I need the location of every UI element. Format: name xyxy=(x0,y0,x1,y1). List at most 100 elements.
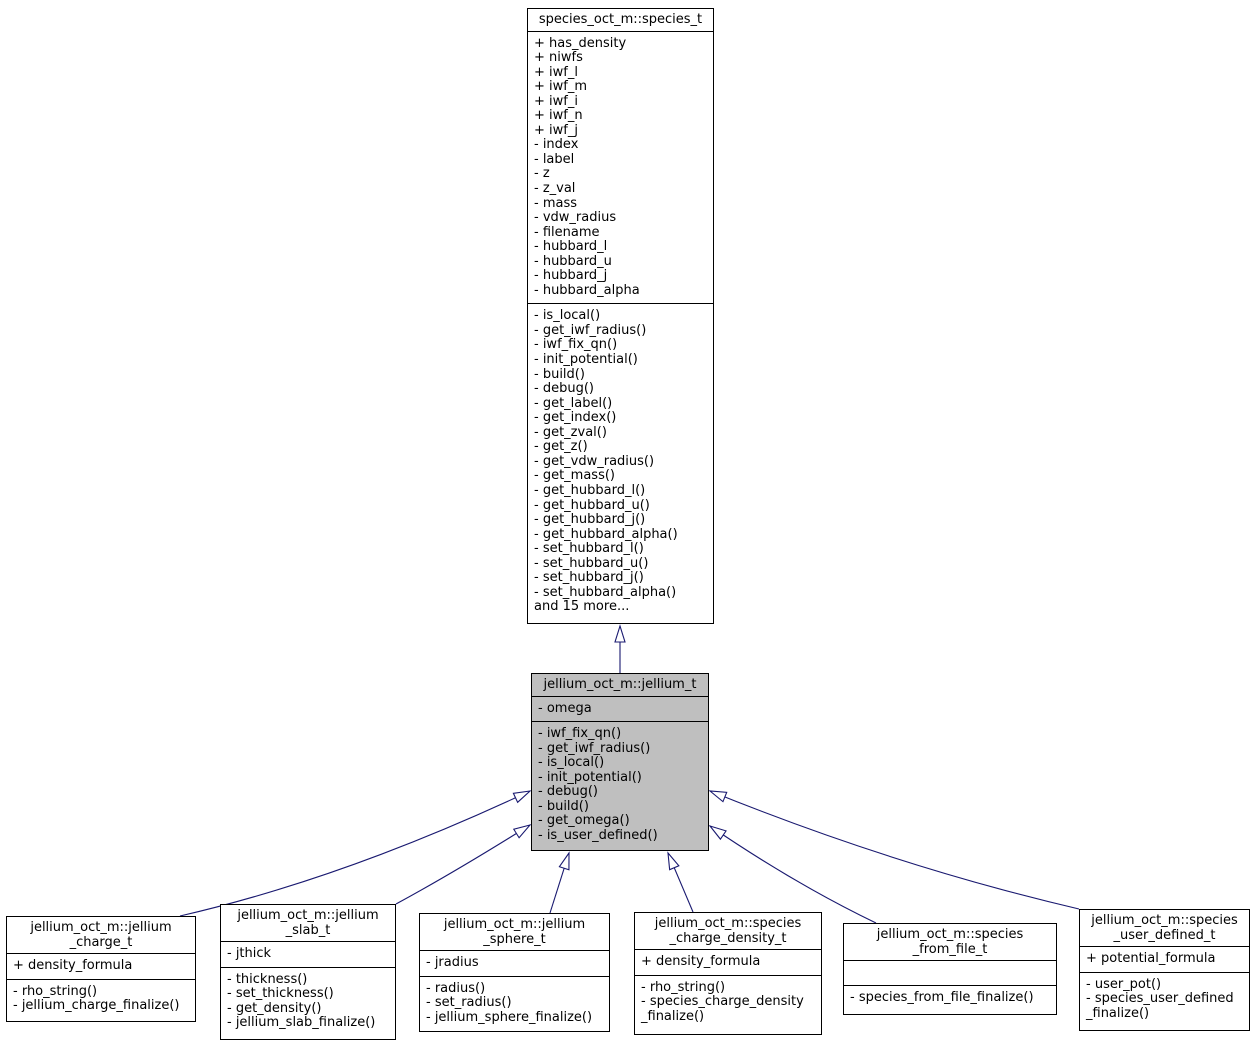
text-line: _charge_density_t xyxy=(669,930,787,946)
text-line: - get_z() xyxy=(534,439,588,455)
methods-section: - species_from_file_finalize() xyxy=(844,985,1056,1014)
text-line: - is_user_defined() xyxy=(538,827,658,843)
text-line: - get_hubbard_u() xyxy=(534,497,650,513)
class-title: jellium_oct_m::species_from_file_t xyxy=(844,924,1056,960)
text-line: - hubbard_u xyxy=(534,253,612,269)
inheritance-edge-charge-density-to-jellium xyxy=(667,851,694,913)
text-line: jellium_oct_m::jellium xyxy=(237,908,379,923)
text-line: - radius() xyxy=(426,980,486,996)
text-line: jellium_oct_m::jellium xyxy=(30,920,172,935)
text-line: - get_vdw_radius() xyxy=(534,453,655,469)
methods-section: - thickness()- set_thickness()- get_dens… xyxy=(221,966,395,1039)
text-line: - jellium_charge_finalize() xyxy=(13,998,180,1014)
text-line: - rho_string() xyxy=(13,983,98,999)
class-node-species-user-defined-t[interactable]: jellium_oct_m::species_user_defined_t + … xyxy=(1079,909,1250,1031)
text-line: - z xyxy=(534,166,550,182)
methods-section: - radius()- set_radius()- jellium_sphere… xyxy=(420,975,609,1031)
text-line: + density_formula xyxy=(13,958,133,974)
text-line: - iwf_fix_qn() xyxy=(538,726,622,742)
text-line: - z_val xyxy=(534,181,576,197)
inheritance-edge-charge-to-jellium xyxy=(179,790,532,917)
text-line: - is_local() xyxy=(534,308,601,324)
text-line: - set_hubbard_l() xyxy=(534,541,644,557)
methods-section: - rho_string()- species_charge_density_f… xyxy=(635,974,821,1034)
text-line: and 15 more... xyxy=(534,599,630,615)
text-line: + iwf_l xyxy=(534,64,578,80)
text-line: - build() xyxy=(538,798,589,814)
class-node-jellium-sphere-t[interactable]: jellium_oct_m::jellium_sphere_t - jradiu… xyxy=(419,913,610,1032)
text-line: - get_index() xyxy=(534,410,617,426)
class-title: jellium_oct_m::jellium_sphere_t xyxy=(420,914,609,950)
class-title: jellium_oct_m::species_charge_density_t xyxy=(635,913,821,949)
text-line: + density_formula xyxy=(641,954,761,970)
class-node-jellium-charge-t[interactable]: jellium_oct_m::jellium_charge_t + densit… xyxy=(6,916,196,1022)
text-line: _user_defined_t xyxy=(1113,927,1216,943)
attributes-section: - omega xyxy=(532,695,708,722)
text-line: - user_pot() xyxy=(1086,976,1162,992)
text-line: - get_density() xyxy=(227,1000,322,1016)
text-line: - omega xyxy=(538,700,592,716)
text-line: - rho_string() xyxy=(641,979,726,995)
text-line: + iwf_i xyxy=(534,93,578,109)
text-line: - mass xyxy=(534,195,577,211)
text-line: - jthick xyxy=(227,946,272,962)
text-line: + potential_formula xyxy=(1086,951,1216,967)
attributes-section: + has_density+ niwfs+ iwf_l+ iwf_m+ iwf_… xyxy=(528,30,713,304)
class-node-jellium-t[interactable]: jellium_oct_m::jellium_t - omega - iwf_f… xyxy=(531,673,709,851)
text-line: - get_label() xyxy=(534,395,613,411)
text-line: - init_potential() xyxy=(534,352,638,368)
text-line: - get_zval() xyxy=(534,424,607,440)
text-line: - set_radius() xyxy=(426,995,512,1011)
text-line: - vdw_radius xyxy=(534,210,617,226)
text-line: - get_hubbard_l() xyxy=(534,482,646,498)
text-line: - jradius xyxy=(426,955,479,971)
text-line: _slab_t xyxy=(285,922,331,938)
text-line: + iwf_n xyxy=(534,108,583,124)
text-line: - set_thickness() xyxy=(227,986,334,1002)
text-line: - get_iwf_radius() xyxy=(538,740,651,756)
text-line: - set_hubbard_j() xyxy=(534,570,644,586)
methods-section: - is_local()- get_iwf_radius()- iwf_fix_… xyxy=(528,303,713,623)
text-line: - hubbard_l xyxy=(534,239,608,255)
text-line: - species_user_defined xyxy=(1086,991,1234,1007)
text-line: _charge_t xyxy=(69,934,133,950)
text-line: + has_density xyxy=(534,35,627,51)
inheritance-edge-user-defined-to-jellium xyxy=(708,790,1080,910)
text-line: - thickness() xyxy=(227,971,308,987)
methods-section: - user_pot()- species_user_defined_final… xyxy=(1080,971,1249,1030)
text-line: - species_from_file_finalize() xyxy=(850,990,1034,1006)
class-title: jellium_oct_m::jellium_slab_t xyxy=(221,905,395,941)
text-line: jellium_oct_m::species xyxy=(654,916,802,931)
text-line: - get_hubbard_j() xyxy=(534,512,646,528)
inheritance-edge-slab-to-jellium xyxy=(395,824,532,905)
class-node-species-from-file-t[interactable]: jellium_oct_m::species_from_file_t - spe… xyxy=(843,923,1057,1015)
class-node-jellium-slab-t[interactable]: jellium_oct_m::jellium_slab_t - jthick -… xyxy=(220,904,396,1040)
text-line: - jellium_slab_finalize() xyxy=(227,1015,376,1031)
text-line: _finalize() xyxy=(1086,1005,1150,1021)
class-node-species-t[interactable]: species_oct_m::species_t + has_density+ … xyxy=(527,8,714,624)
text-line: - label xyxy=(534,151,575,167)
class-title: jellium_oct_m::species_user_defined_t xyxy=(1080,910,1249,946)
attributes-section: + density_formula xyxy=(7,953,195,979)
text-line: - hubbard_j xyxy=(534,268,608,284)
text-line: - init_potential() xyxy=(538,769,642,785)
class-title: jellium_oct_m::jellium_charge_t xyxy=(7,917,195,953)
text-line: + iwf_j xyxy=(534,122,578,138)
text-line: - iwf_fix_qn() xyxy=(534,337,618,353)
class-title: jellium_oct_m::jellium_t xyxy=(532,674,708,696)
attributes-section xyxy=(844,960,1056,985)
text-line: - index xyxy=(534,137,579,153)
text-line: + iwf_m xyxy=(534,79,588,95)
text-line: - filename xyxy=(534,224,600,240)
text-line: - get_iwf_radius() xyxy=(534,322,647,338)
attributes-section: - jradius xyxy=(420,950,609,976)
text-line: - set_hubbard_u() xyxy=(534,555,649,571)
class-node-species-charge-density-t[interactable]: jellium_oct_m::species_charge_density_t … xyxy=(634,912,822,1035)
text-line: jellium_oct_m::jellium xyxy=(443,917,586,932)
methods-section: - rho_string()- jellium_charge_finalize(… xyxy=(7,978,195,1021)
text-line: - get_hubbard_alpha() xyxy=(534,526,678,542)
text-line: - debug() xyxy=(538,784,598,800)
text-line: - species_charge_density xyxy=(641,994,804,1010)
text-line: - get_omega() xyxy=(538,813,630,829)
